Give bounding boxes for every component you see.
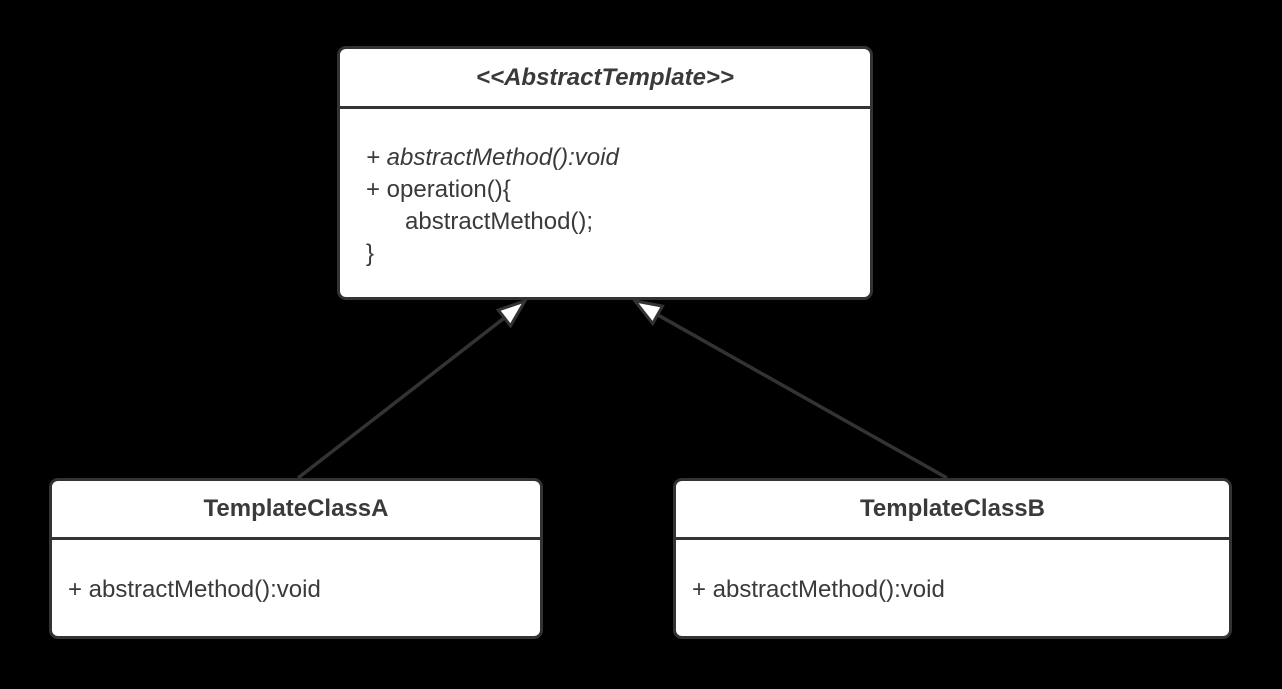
- template-class-b-header: TemplateClassB: [676, 481, 1229, 540]
- abstract-template-stereotype-label: <<AbstractTemplate>>: [476, 63, 734, 91]
- operation-closing-brace: }: [366, 240, 375, 267]
- template-class-b-body: + abstractMethod():void: [676, 540, 1229, 639]
- abstract-method-signature: + abstractMethod():void: [366, 144, 619, 171]
- generalization-arrowhead-a-icon: [495, 298, 529, 329]
- template-class-a-name-label: TemplateClassA: [203, 495, 389, 522]
- operation-body-statement: abstractMethod();: [405, 208, 594, 235]
- abstract-template-header: <<AbstractTemplate>>: [340, 49, 870, 109]
- template-class-b-method-signature: + abstractMethod():void: [692, 575, 945, 603]
- template-class-a-method-signature: + abstractMethod():void: [68, 575, 321, 603]
- generalization-edge-b[interactable]: [656, 313, 948, 480]
- template-class-b-node[interactable]: TemplateClassB + abstractMethod():void: [673, 478, 1232, 639]
- generalization-edge-a[interactable]: [296, 316, 506, 480]
- template-class-a-header: TemplateClassA: [52, 481, 540, 540]
- generalization-arrowhead-b-icon: [631, 298, 665, 327]
- abstract-template-body: + abstractMethod():void + operation(){ a…: [340, 109, 870, 270]
- operation-method-signature: + operation(){: [366, 176, 511, 203]
- template-class-a-body: + abstractMethod():void: [52, 540, 540, 639]
- abstract-template-node[interactable]: <<AbstractTemplate>> + abstractMethod():…: [337, 46, 873, 300]
- template-class-b-name-label: TemplateClassB: [860, 495, 1045, 522]
- template-class-a-node[interactable]: TemplateClassA + abstractMethod():void: [49, 478, 543, 639]
